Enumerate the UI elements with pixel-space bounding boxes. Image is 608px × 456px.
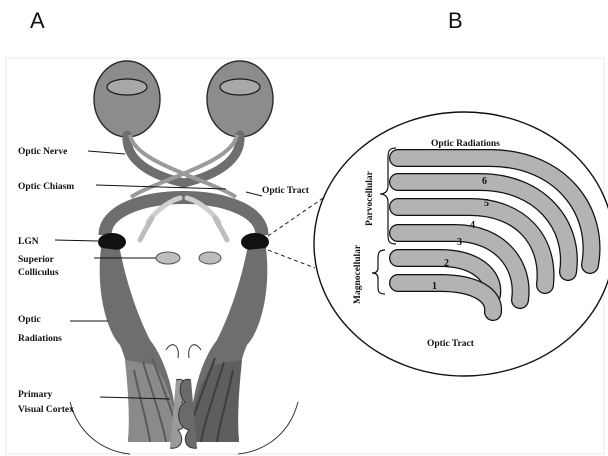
label-optic: Optic xyxy=(18,315,41,325)
left-eye xyxy=(94,61,160,137)
label-optic-nerve: Optic Nerve xyxy=(18,147,67,157)
occipital-outline-left xyxy=(70,402,130,454)
visual-cortex-left xyxy=(125,358,188,448)
occipital-outline-right xyxy=(238,402,298,454)
layer-number-3: 3 xyxy=(457,237,462,248)
visual-cortex-right xyxy=(179,358,242,448)
occipital-top-left xyxy=(166,345,178,358)
label-radiations: Radiations xyxy=(18,334,62,344)
label-colliculus: Colliculus xyxy=(18,268,59,278)
inset-label-optic-radiations: Optic Radiations xyxy=(431,139,500,149)
zoom-line-bottom xyxy=(268,250,315,268)
superior-colliculus-left xyxy=(156,252,180,264)
layer-number-4: 4 xyxy=(470,220,475,231)
layer-number-5: 5 xyxy=(484,198,489,209)
superior-colliculus-right xyxy=(199,252,221,264)
label-lgn: LGN xyxy=(18,237,39,247)
right-eye xyxy=(207,61,273,137)
inset-label-optic-tract: Optic Tract xyxy=(427,339,475,349)
layer-number-1: 1 xyxy=(432,281,437,292)
label-parvocellular: Parvocellular xyxy=(365,170,375,226)
optic-tract-arch xyxy=(105,198,262,236)
layer-number-2: 2 xyxy=(444,258,449,269)
label-superior: Superior xyxy=(18,255,55,265)
label-optic-tract: Optic Tract xyxy=(262,186,310,196)
label-optic-chiasm: Optic Chiasm xyxy=(18,182,74,192)
layer-number-6: 6 xyxy=(482,176,487,187)
label-primary: Primary xyxy=(18,390,53,400)
label-magnocellular: Magnocellular xyxy=(353,244,363,304)
occipital-top-right xyxy=(189,345,201,358)
label-visual-cortex: Visual Cortex xyxy=(18,405,74,415)
